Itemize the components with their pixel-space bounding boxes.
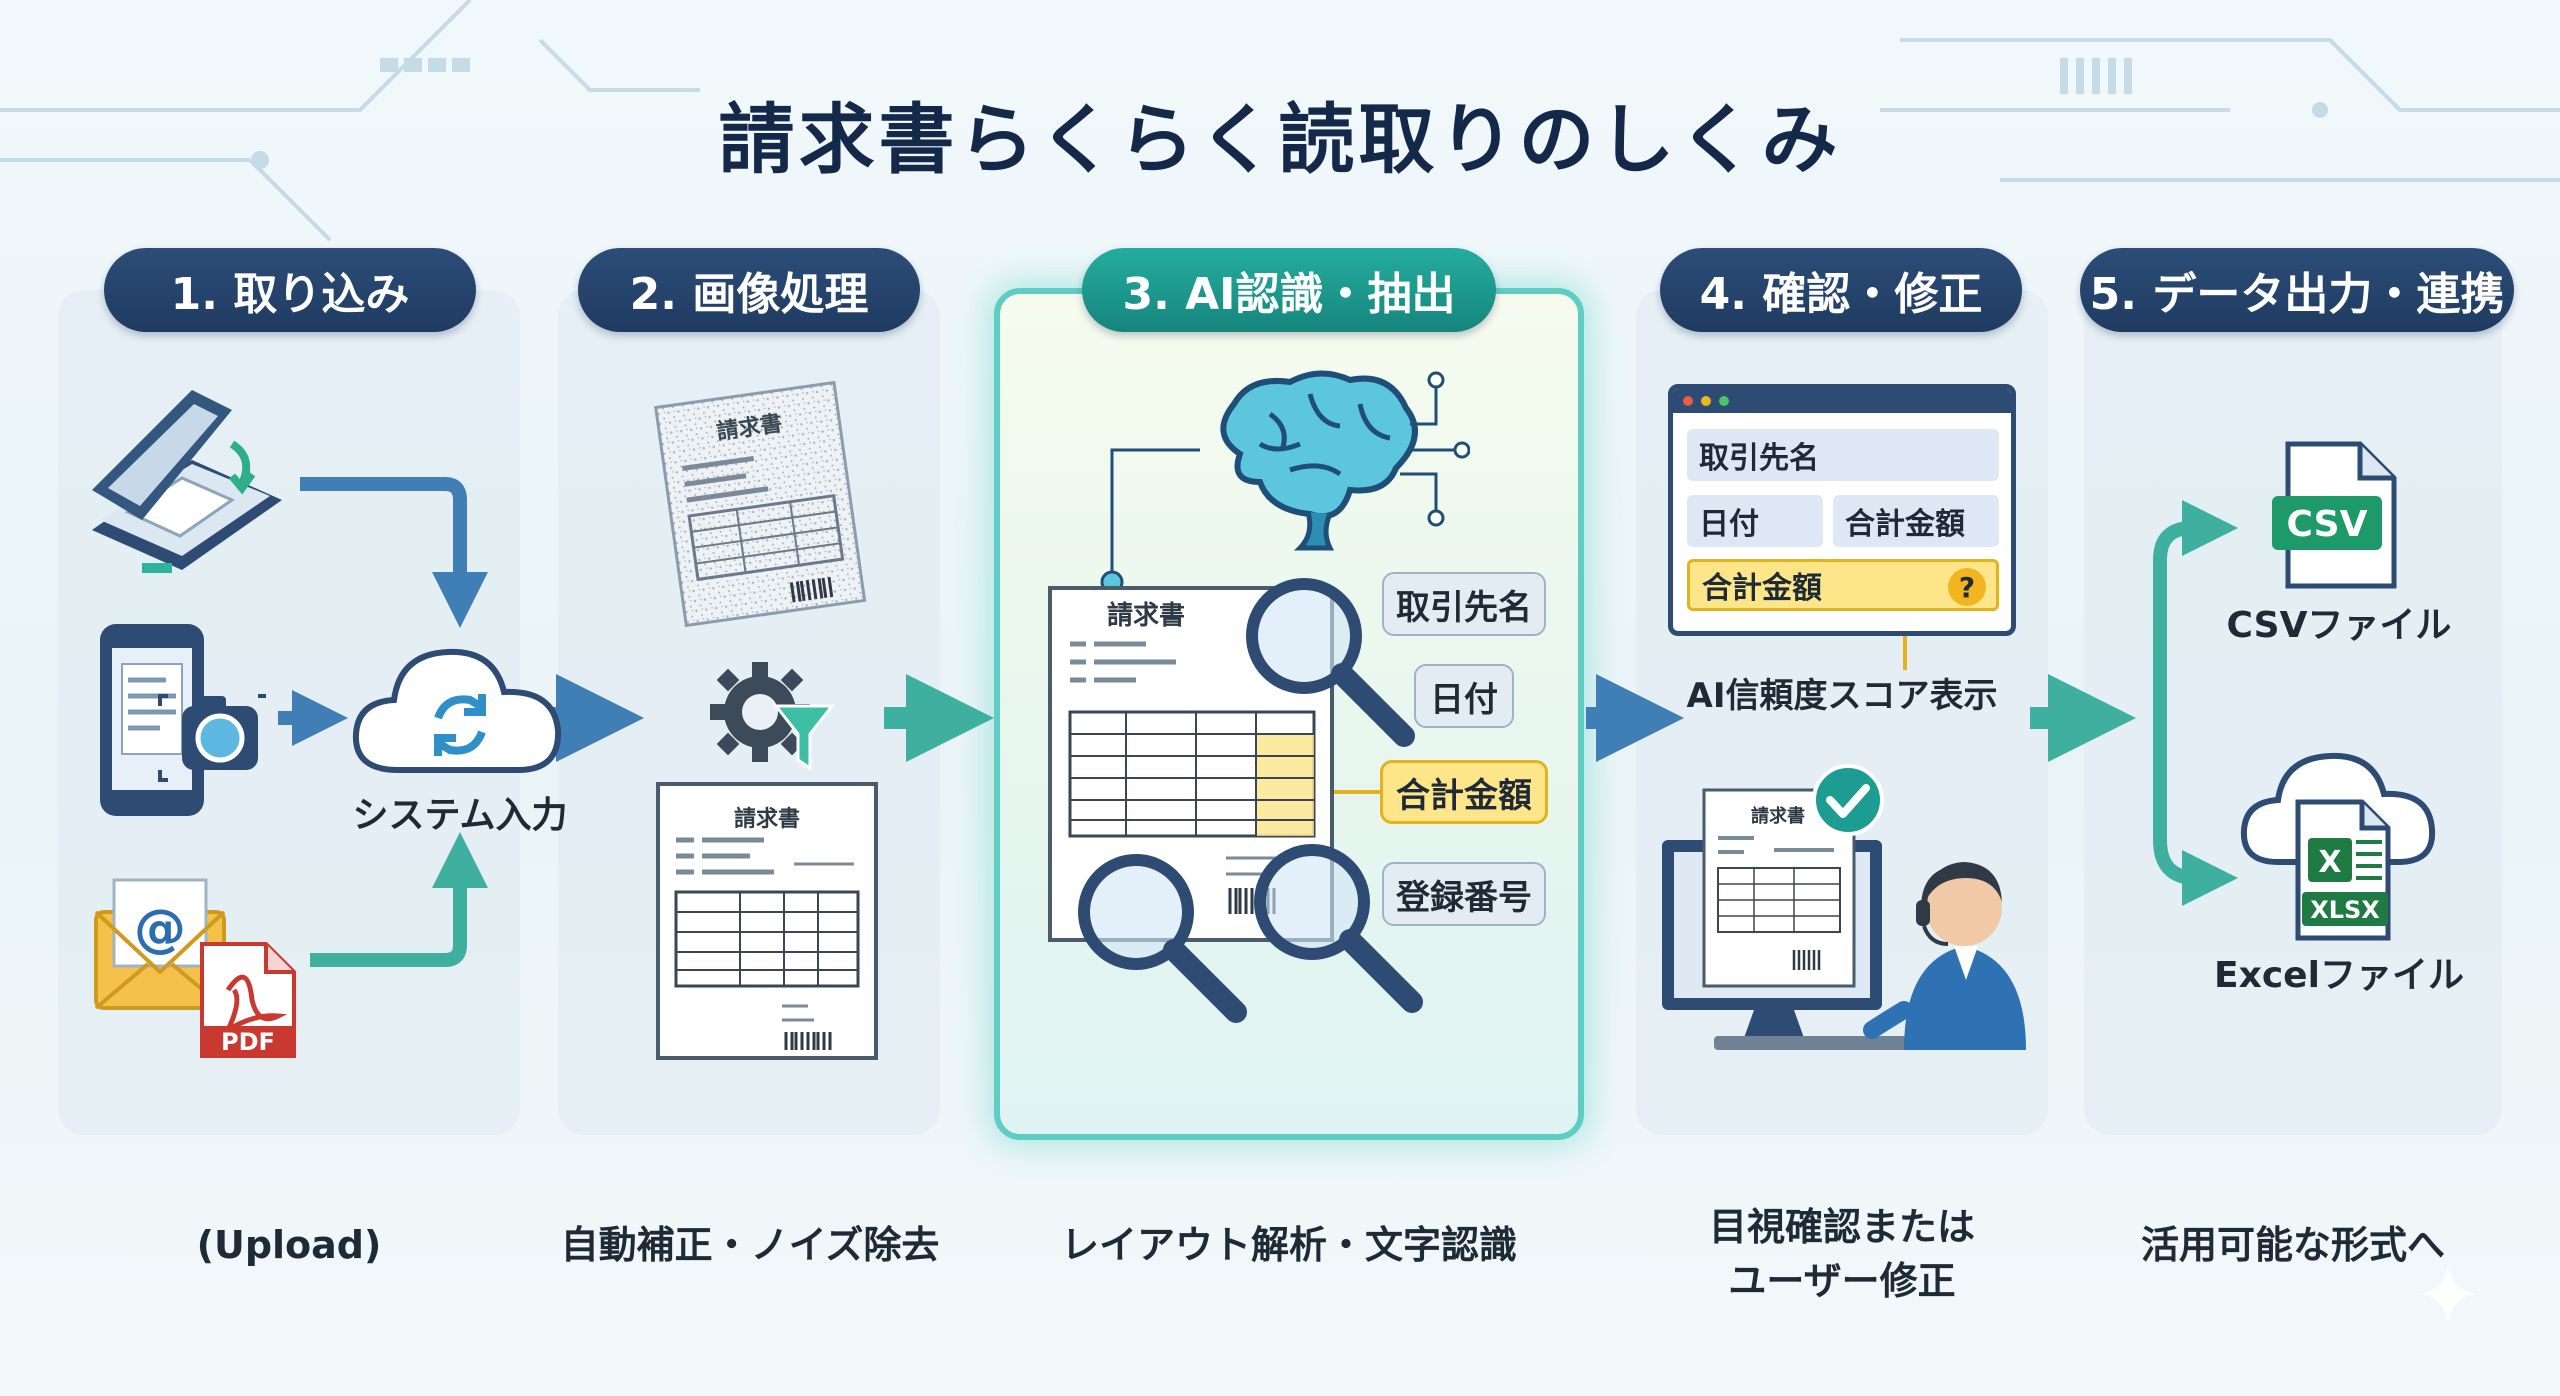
step-1-caption: (Upload) xyxy=(196,1223,382,1267)
pdf-icon: PDF xyxy=(200,942,296,1058)
step-4-caption-line-2: ユーザー修正 xyxy=(1728,1259,1956,1303)
csv-badge: CSV xyxy=(2287,504,2368,545)
arrow-to-csv xyxy=(2153,500,2238,718)
clean-invoice-icon: 請求書 xyxy=(656,782,878,1060)
review-field-total[interactable]: 合計金額 xyxy=(1833,495,1999,547)
window-dot-icon xyxy=(1701,396,1711,406)
clean-invoice-title: 請求書 xyxy=(734,806,800,832)
review-window: 取引先名 日付 合計金額 合計金額 ? xyxy=(1668,384,2016,636)
csv-file-label: CSVファイル xyxy=(2226,605,2452,646)
excel-mark: X xyxy=(2318,845,2341,880)
review-field-flagged-total[interactable]: 合計金額 ? xyxy=(1687,559,1999,611)
magnifier-icon xyxy=(1078,854,1247,1023)
window-dot-icon xyxy=(1719,396,1729,406)
operator-review-icon: 請求書 xyxy=(1662,788,2026,1050)
arrow-to-excel xyxy=(2153,718,2238,906)
xlsx-badge: XLSX xyxy=(2310,896,2380,924)
review-invoice-title: 請求書 xyxy=(1751,805,1805,827)
cloud-sync-icon xyxy=(352,648,562,773)
pdf-label: PDF xyxy=(221,1028,275,1056)
step-5-caption: 活用可能な形式へ xyxy=(2140,1223,2445,1267)
excel-file-icon: X XLSX xyxy=(2240,752,2436,941)
review-field-vendor[interactable]: 取引先名 xyxy=(1687,429,1999,481)
confidence-pointer xyxy=(1903,636,1907,670)
sparkle-icon xyxy=(2420,1266,2476,1322)
question-icon: ? xyxy=(1948,568,1986,606)
system-input-label: システム入力 xyxy=(352,795,568,836)
arrow-mail-to-cloud xyxy=(310,832,488,967)
magnifier-icon xyxy=(1254,844,1423,1013)
step-2-caption: 自動補正・ノイズ除去 xyxy=(560,1223,940,1267)
step-3-label: 3. AI認識・抽出 xyxy=(1082,248,1496,332)
brain-icon xyxy=(1220,370,1470,551)
csv-file-icon: CSV xyxy=(2272,441,2397,589)
scanner-icon xyxy=(92,390,282,573)
excel-file-label: Excelファイル xyxy=(2214,955,2464,996)
window-dot-icon xyxy=(1683,396,1693,406)
field-tag-vendor: 取引先名 xyxy=(1382,572,1546,636)
step-5-label: 5. データ出力・連携 xyxy=(2080,248,2514,332)
step-2-label: 2. 画像処理 xyxy=(578,248,920,332)
noisy-invoice-icon: 請求書 xyxy=(654,380,867,628)
gear-filter-icon xyxy=(710,662,836,771)
step-1-label: 1. 取り込み xyxy=(104,248,476,332)
field-tag-registration-number: 登録番号 xyxy=(1382,862,1546,926)
arrow-scanner-to-cloud xyxy=(300,477,488,628)
extraction-invoice-title: 請求書 xyxy=(1107,600,1185,631)
field-tag-total: 合計金額 xyxy=(1380,760,1548,824)
step-3-caption: レイアウト解析・文字認識 xyxy=(1060,1223,1517,1267)
smartphone-camera-icon xyxy=(100,624,266,816)
field-tag-date: 日付 xyxy=(1414,664,1514,728)
flagged-total-label: 合計金額 xyxy=(1702,571,1822,606)
page-title: 請求書らくらく読取りのしくみ xyxy=(718,95,1842,184)
checkmark-icon xyxy=(1812,764,1884,836)
review-window-titlebar xyxy=(1673,389,2011,413)
review-field-date[interactable]: 日付 xyxy=(1687,495,1823,547)
magnifier-icon xyxy=(1246,578,1415,747)
step-4-caption-line-1: 目視確認または xyxy=(1708,1205,1975,1249)
email-icon: @ xyxy=(94,878,226,1010)
confidence-score-label: AI信頼度スコア表示 xyxy=(1686,676,1998,716)
email-at-glyph: @ xyxy=(134,899,186,959)
step-4-label: 4. 確認・修正 xyxy=(1660,248,2022,332)
step-4-caption: 目視確認または ユーザー修正 xyxy=(1616,1200,2068,1308)
